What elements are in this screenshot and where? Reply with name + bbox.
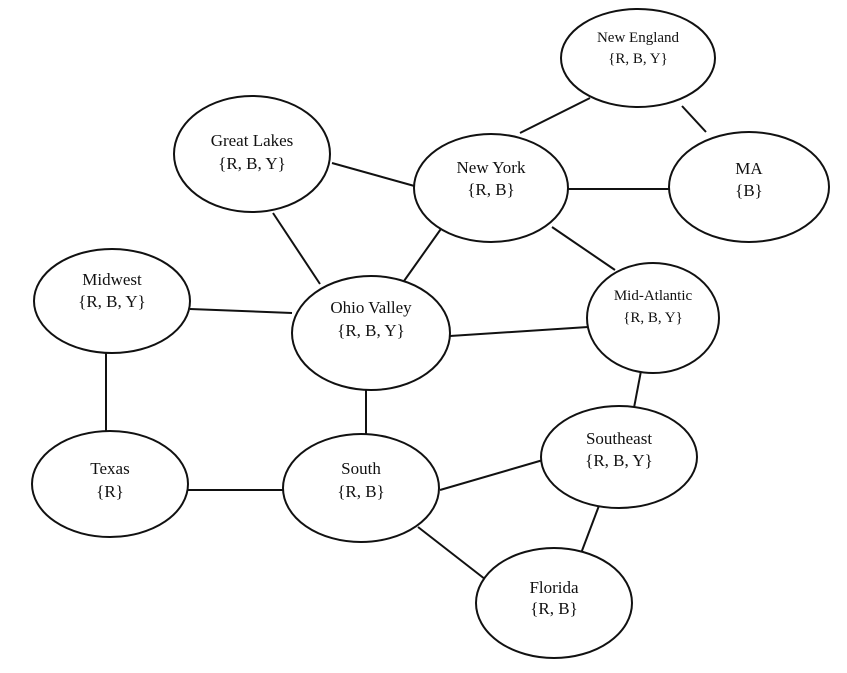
nodes: New England {R, B, Y} Great Lakes {R, B,…: [31, 8, 830, 659]
node-ellipse: [560, 8, 716, 108]
edge-south-southeast: [439, 459, 544, 491]
node-ellipse: [586, 262, 720, 374]
node-ellipse: [282, 433, 440, 543]
node-ellipse: [668, 131, 830, 243]
node-domain: {R, B}: [530, 599, 578, 618]
node-domain: {R, B, Y}: [623, 310, 683, 326]
node-southeast[interactable]: Southeast {R, B, Y}: [540, 405, 698, 509]
node-domain: {R}: [96, 482, 124, 501]
node-ellipse: [33, 248, 191, 354]
node-great-lakes[interactable]: Great Lakes {R, B, Y}: [173, 95, 331, 213]
node-domain: {B}: [735, 181, 763, 200]
edge-great-lakes-ohio-valley: [272, 212, 321, 285]
node-mid-atlantic[interactable]: Mid-Atlantic {R, B, Y}: [586, 262, 720, 374]
node-midwest[interactable]: Midwest {R, B, Y}: [33, 248, 191, 354]
edge-great-lakes-new-york: [331, 162, 419, 188]
node-south[interactable]: South {R, B}: [282, 433, 440, 543]
node-label: New York: [457, 158, 526, 177]
edge-midwest-ohio-valley: [189, 308, 293, 314]
node-ellipse: [540, 405, 698, 509]
node-label: Mid-Atlantic: [614, 288, 693, 304]
node-ma[interactable]: MA {B}: [668, 131, 830, 243]
node-ellipse: [413, 133, 569, 243]
node-domain: {R, B, Y}: [78, 292, 146, 311]
edge-new-york-new-england: [519, 97, 591, 134]
edge-ohio-valley-mid-atlantic: [449, 326, 589, 337]
edges: [105, 97, 707, 584]
node-new-york[interactable]: New York {R, B}: [413, 133, 569, 243]
node-ellipse: [173, 95, 331, 213]
node-label: South: [341, 459, 381, 478]
node-domain: {R, B, Y}: [608, 51, 668, 67]
node-label: New England: [597, 30, 680, 46]
edge-new-york-mid-atlantic: [551, 226, 616, 271]
node-ellipse: [475, 547, 633, 659]
node-domain: {R, B}: [467, 180, 515, 199]
node-texas[interactable]: Texas {R}: [31, 430, 189, 538]
node-domain: {R, B}: [337, 482, 385, 501]
edge-new-england-ma: [681, 105, 707, 133]
node-label: MA: [735, 159, 763, 178]
node-label: Great Lakes: [211, 131, 294, 150]
node-label: Ohio Valley: [330, 298, 412, 317]
edge-south-florida: [417, 526, 491, 584]
node-domain: {R, B, Y}: [337, 321, 405, 340]
node-label: Florida: [529, 578, 579, 597]
node-ellipse: [31, 430, 189, 538]
node-new-england[interactable]: New England {R, B, Y}: [560, 8, 716, 108]
node-ohio-valley[interactable]: Ohio Valley {R, B, Y}: [291, 275, 451, 391]
node-domain: {R, B, Y}: [585, 451, 653, 470]
node-ellipse: [291, 275, 451, 391]
edge-new-york-ohio-valley: [403, 225, 444, 282]
node-florida[interactable]: Florida {R, B}: [475, 547, 633, 659]
node-domain: {R, B, Y}: [218, 154, 286, 173]
edge-southeast-florida: [579, 502, 601, 557]
node-label: Southeast: [586, 429, 652, 448]
node-label: Texas: [90, 459, 129, 478]
node-label: Midwest: [82, 270, 142, 289]
